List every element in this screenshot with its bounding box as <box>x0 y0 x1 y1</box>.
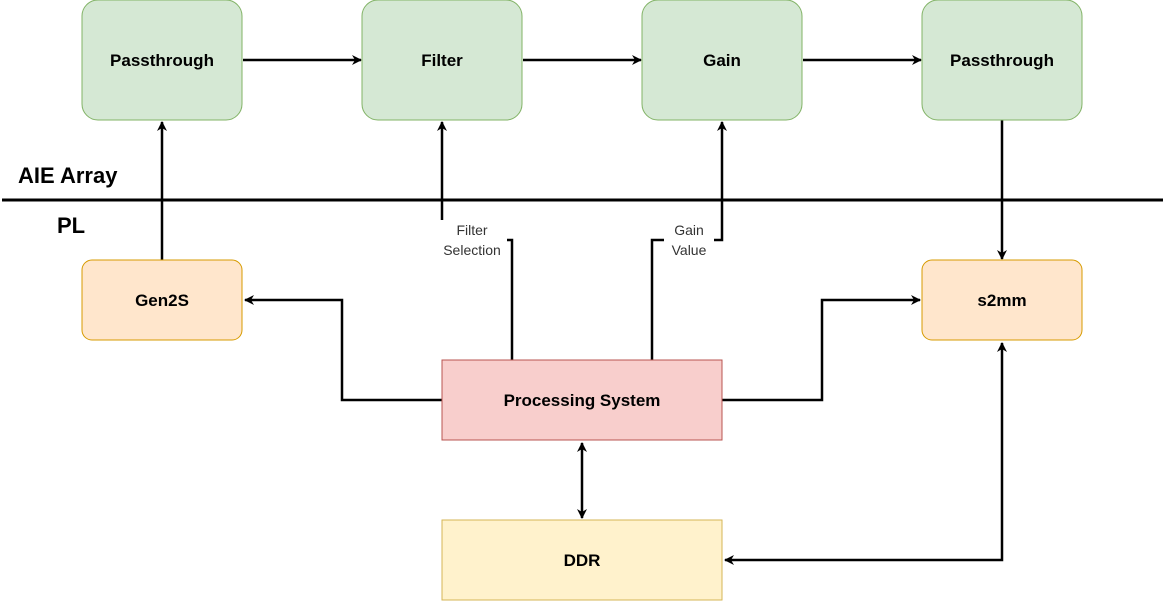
edge-ddr-s2mm <box>724 342 1007 565</box>
filter-selection-label-line1: Filter <box>456 222 487 238</box>
node-processing-system[interactable]: Processing System <box>441 359 723 441</box>
gain-value-label-line2: Value <box>672 242 707 258</box>
gain-value-label-line1: Gain <box>674 222 704 238</box>
node-passthrough-in[interactable]: Passthrough <box>81 0 243 121</box>
edge-ps-to-s2mm <box>722 295 921 402</box>
node-gen2s[interactable]: Gen2S <box>81 259 243 341</box>
filter-selection-label-line2: Selection <box>443 242 501 258</box>
node-filter[interactable]: Filter <box>361 0 523 121</box>
node-s2mm[interactable]: s2mm <box>921 259 1083 341</box>
node-gen2s-label: Gen2S <box>135 291 189 310</box>
region-label-pl: PL <box>57 213 85 238</box>
node-ddr[interactable]: DDR <box>441 519 723 601</box>
gain-value-label-bg <box>664 220 714 258</box>
node-s2mm-label: s2mm <box>977 291 1026 310</box>
node-filter-label: Filter <box>421 51 463 70</box>
node-passthrough-out-label: Passthrough <box>950 51 1054 70</box>
node-passthrough-in-label: Passthrough <box>110 51 214 70</box>
node-passthrough-out[interactable]: Passthrough <box>921 0 1083 121</box>
node-ddr-label: DDR <box>564 551 601 570</box>
filter-selection-label-bg <box>437 220 507 258</box>
region-label-aie-array: AIE Array <box>18 163 118 188</box>
node-processing-system-label: Processing System <box>504 391 661 410</box>
node-gain[interactable]: Gain <box>641 0 803 121</box>
node-gain-label: Gain <box>703 51 741 70</box>
edge-ps-to-gen2s <box>244 295 442 402</box>
